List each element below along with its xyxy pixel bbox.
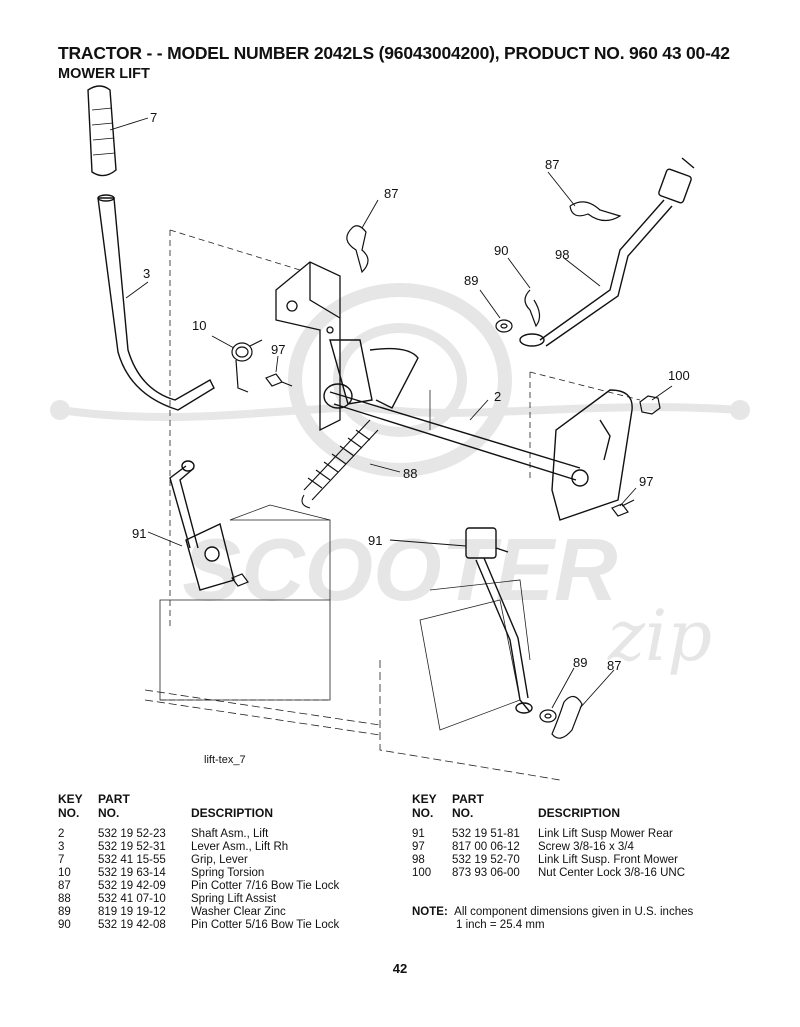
- callout-91-right: 91: [368, 533, 383, 548]
- rear-lift-link-right: [465, 527, 533, 714]
- callout-89-upper: 89: [464, 273, 479, 288]
- section-title: MOWER LIFT: [58, 66, 150, 82]
- front-lift-link: [519, 157, 695, 347]
- cotter-pin-right-top: [569, 201, 622, 222]
- callout-97-left: 97: [271, 342, 286, 357]
- callout-89-lower: 89: [573, 655, 588, 670]
- page-number: 42: [392, 961, 408, 976]
- assist-spring: [301, 419, 379, 509]
- washer-pin-lower: [539, 695, 583, 739]
- header-description: DESCRIPTION: [538, 806, 621, 820]
- callout-90: 90: [494, 243, 509, 258]
- torsion-spring: [231, 339, 263, 393]
- note-line-1: All component dimensions given in U.S. i…: [454, 906, 694, 918]
- rear-lift-link: [169, 460, 235, 591]
- callout-87-top: 87: [384, 186, 399, 201]
- exploded-parts-diagram: SCOOTER zip: [50, 85, 750, 781]
- svg-text:zip: zip: [607, 595, 712, 677]
- washer-pin-upper: [495, 289, 541, 333]
- lift-lever: [97, 194, 215, 411]
- callout-10: 10: [192, 318, 207, 333]
- callout-87-lower: 87: [607, 658, 622, 673]
- lift-bracket: [275, 261, 341, 432]
- callout-3: 3: [143, 266, 151, 281]
- callout-leaders: [109, 117, 673, 709]
- callout-87-right: 87: [545, 157, 560, 172]
- note-line-2: 1 inch = 25.4 mm: [456, 919, 545, 931]
- callout-98: 98: [555, 247, 570, 262]
- callout-97-right: 97: [639, 474, 654, 489]
- watermark-logo: SCOOTER zip: [50, 283, 750, 677]
- svg-text:SCOOTER: SCOOTER: [182, 520, 617, 619]
- callout-labels: 7 3 10 97 87 2 88 91 87 90 98 89 100 97 …: [132, 110, 690, 766]
- page-title: TRACTOR - - MODEL NUMBER 2042LS (9604300…: [58, 43, 730, 63]
- note-label: NOTE:: [412, 906, 448, 918]
- cotter-pin-top: [346, 225, 369, 274]
- hardware-nuts-screws: [231, 373, 661, 587]
- callout-91-left: 91: [132, 526, 147, 541]
- dimension-note: NOTE: All component dimensions given in …: [412, 906, 693, 932]
- header-description: DESCRIPTION: [191, 806, 274, 820]
- callout-88: 88: [403, 466, 418, 481]
- lever-grip: [87, 85, 117, 177]
- lift-shaft: [323, 339, 633, 521]
- callout-2: 2: [494, 389, 502, 404]
- callout-7: 7: [150, 110, 158, 125]
- callout-100: 100: [668, 368, 690, 383]
- figure-tag: lift-tex_7: [204, 754, 246, 766]
